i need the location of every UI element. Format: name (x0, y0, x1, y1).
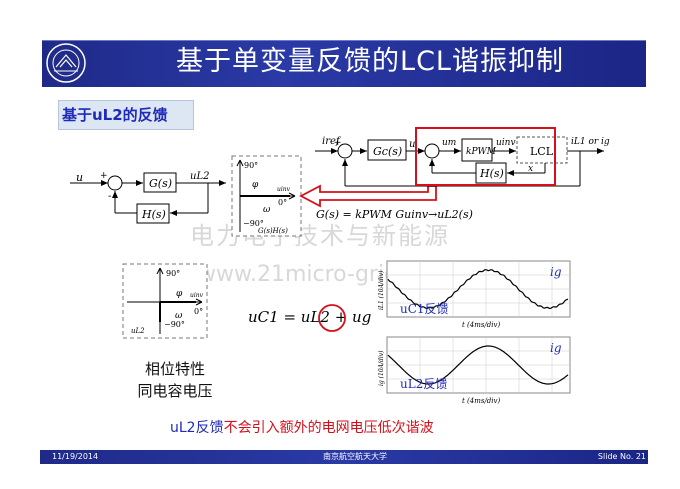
phase-box-top: 90° 0° −90° φ ω uinv G(s)H(s) (231, 155, 302, 237)
svg-text:ig: ig (550, 265, 562, 279)
bottom-note-text: 不会引入额外的电网电压低次谐波 (223, 420, 434, 436)
left-h-label: H(s) (141, 208, 166, 221)
svg-text:90°: 90° (166, 269, 180, 278)
kpwm-label: kPWM (466, 147, 497, 157)
svg-text:ig: ig (550, 341, 562, 355)
phase-top-uinv: uinv (277, 186, 291, 193)
footer-university: 南京航空航天大学 (323, 452, 387, 461)
gc-label: Gc(s) (373, 145, 402, 158)
footer-date: 11/19/2014 (52, 452, 99, 461)
equation-uc: uC1 = uL2 + ug (248, 308, 371, 326)
footer-slide-number: Slide No. 21 (597, 452, 646, 461)
svg-text:ω: ω (175, 311, 183, 321)
left-minus: - (108, 191, 111, 202)
svg-text:u: u (409, 139, 415, 150)
kpwm-block (461, 138, 493, 162)
phase-top-minus90: −90° (243, 219, 264, 228)
svg-text:um: um (442, 138, 456, 148)
svg-text:t (4ms/div): t (4ms/div) (462, 397, 500, 405)
bottom-note: uL2反馈不会引入额外的电网电压低次谐波 (170, 417, 530, 437)
phase-top-omega: ω (263, 205, 271, 215)
waveform-trace-2 (387, 345, 569, 385)
waveform-bottom: ig uL2反馈 t (4ms/div) ig (10A/div) (378, 336, 571, 405)
subtitle-box (58, 100, 194, 130)
svg-text:t (4ms/div): t (4ms/div) (462, 321, 500, 329)
header-band (42, 40, 646, 87)
svg-text:uinv: uinv (190, 292, 204, 299)
svg-text:x: x (528, 164, 533, 174)
equation-g: G(s) = kPWM Guinv→uL2(s) (316, 208, 473, 221)
red-arrow (299, 184, 437, 208)
svg-text:−90°: −90° (164, 320, 185, 329)
waveform-trace-1 (387, 269, 569, 310)
svg-text:ig (10A/div): ig (10A/div) (378, 350, 385, 386)
top-output-label: iL1 or ig (571, 137, 610, 147)
subtitle: 基于uL2的反馈 (62, 106, 168, 124)
left-block-diagram: u + - G(s) uL2 H(s) (70, 171, 226, 224)
phase-top-phi: φ (252, 180, 259, 190)
top-iref: iref (322, 136, 342, 147)
left-plus: + (100, 171, 108, 181)
phase-box-bottom: 90° 0° −90° φ ω uinv uL2 (122, 263, 208, 339)
svg-text:iL1 (10A/div): iL1 (10A/div) (378, 270, 385, 310)
bottom-note-prefix: uL2反馈 (170, 420, 224, 436)
ug-highlight-circle (318, 304, 346, 332)
svg-text:uL2反馈: uL2反馈 (400, 377, 447, 391)
svg-text:uC1反馈: uC1反馈 (400, 302, 449, 316)
left-g-label: G(s) (149, 177, 172, 190)
svg-text:φ: φ (176, 289, 183, 299)
svg-text:+: + (334, 138, 342, 148)
top-block-diagram: iref + Gc(s) u um kPWM uinv LCL iL1 or i… (315, 127, 610, 187)
gc-block (367, 139, 407, 161)
slide-title: 基于单变量反馈的LCL谐振抑制 (176, 46, 564, 77)
svg-text:uinv: uinv (496, 138, 516, 148)
lcl-block (516, 136, 568, 164)
left-sum-junction (107, 175, 123, 191)
lcl-label: LCL (530, 145, 554, 158)
caption-phase: 相位特性 (144, 360, 205, 378)
svg-text:0°: 0° (194, 307, 203, 316)
left-input-label: u (76, 171, 83, 184)
caption-capacitor: 同电容电压 (137, 382, 213, 400)
left-output-label: uL2 (190, 171, 209, 182)
phase-top-label: G(s)H(s) (258, 227, 288, 235)
phase-top-0: 0° (278, 198, 287, 207)
university-logo (44, 41, 88, 85)
waveform-top: ig uC1反馈 t (4ms/div) iL1 (10A/div) (378, 260, 571, 329)
top-h-label: H(s) (479, 167, 504, 180)
phase-top-90: 90° (244, 161, 258, 170)
footer-band (40, 450, 648, 464)
svg-text:uL2: uL2 (131, 327, 145, 335)
highlight-box (415, 127, 556, 186)
